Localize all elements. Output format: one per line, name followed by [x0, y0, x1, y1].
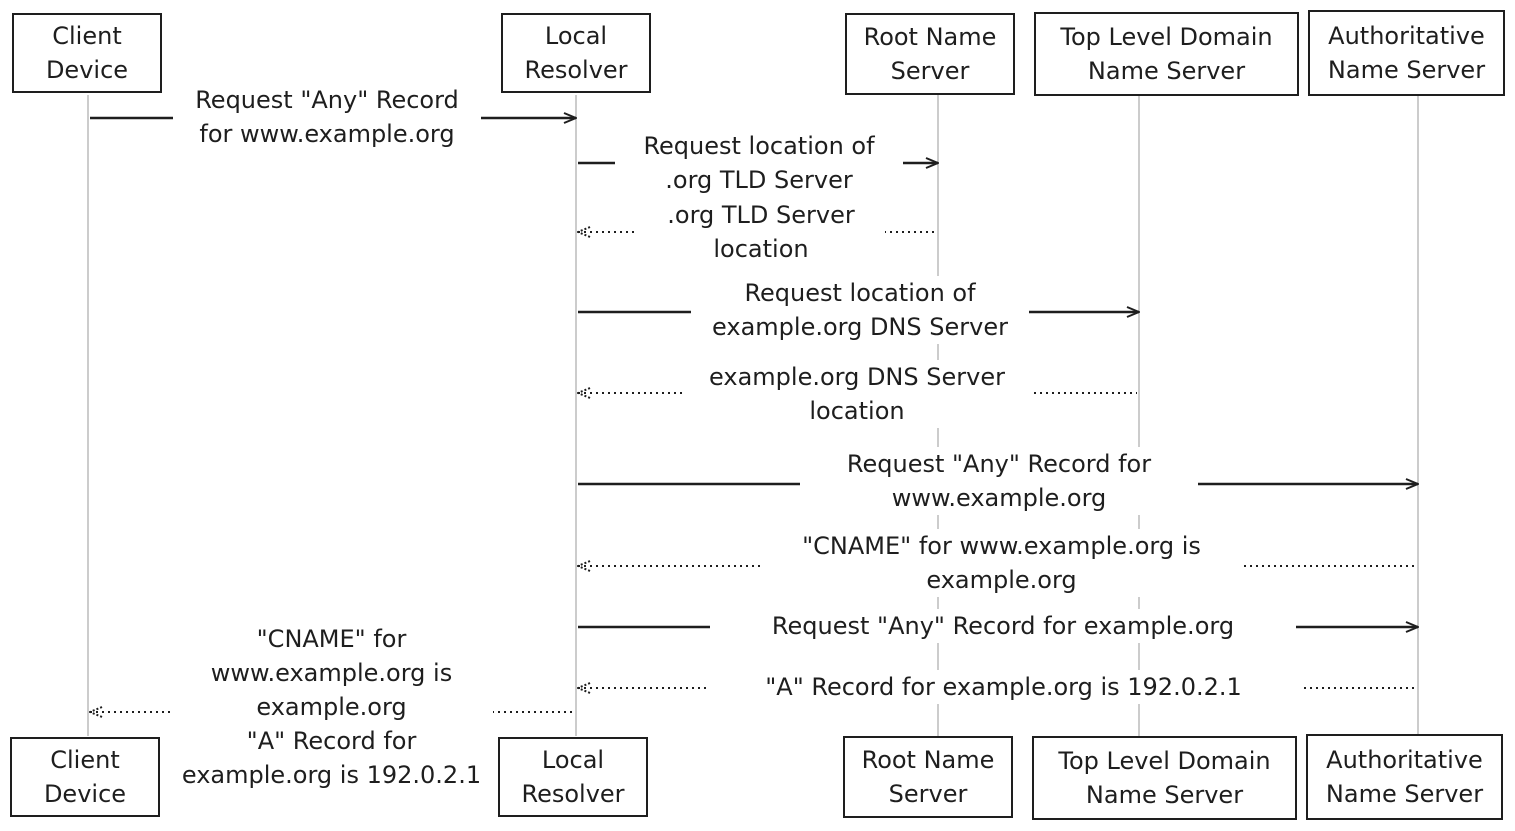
message-8-label: Request "Any" Record for example.org — [710, 609, 1296, 643]
participant-line1: Top Level Domain — [1060, 23, 1273, 51]
participant-client-device-bottom: Client Device — [10, 737, 160, 817]
message-label-line1: Request location of — [643, 132, 875, 160]
participant-line1: Top Level Domain — [1058, 747, 1271, 775]
participant-line2: Name Server — [1085, 781, 1244, 809]
message-6-label: Request "Any" Record for www.example.org — [800, 447, 1198, 515]
message-5-label: example.org DNS Server location — [683, 360, 1031, 428]
participant-line2: Server — [888, 780, 968, 808]
participant-root-name-server-bottom: Root Name Server — [843, 736, 1013, 818]
message-label-line1: example.org DNS Server — [709, 363, 1005, 391]
participant-root-name-server-top: Root Name Server — [845, 13, 1015, 95]
message-label-line5: example.org is 192.0.2.1 — [181, 761, 482, 789]
participant-line2: Name Server — [1087, 57, 1246, 85]
message-label-line2: location — [713, 235, 809, 263]
participant-line1: Authoritative — [1328, 22, 1485, 50]
participant-local-resolver-top: Local Resolver — [501, 13, 651, 93]
participant-client-device-top: Client Device — [12, 13, 162, 93]
message-label-line1: "A" Record for example.org is 192.0.2.1 — [765, 673, 1242, 701]
participant-line2: Name Server — [1325, 780, 1484, 808]
message-10-label: "CNAME" for www.example.org is example.o… — [170, 622, 493, 792]
participant-line2: Device — [45, 56, 129, 84]
message-label-line4: "A" Record for — [246, 727, 417, 755]
message-2-label: Request location of .org TLD Server — [615, 129, 903, 197]
message-7-label: "CNAME" for www.example.org is example.o… — [760, 529, 1243, 597]
message-label-line1: Request "Any" Record — [195, 86, 459, 114]
participant-line1: Client — [50, 746, 120, 774]
participant-tld-name-server-top: Top Level Domain Name Server — [1034, 12, 1299, 96]
participant-line2: Name Server — [1327, 56, 1486, 84]
participant-line2: Server — [890, 57, 970, 85]
message-label-line2: location — [809, 397, 905, 425]
message-label-line2: www.example.org is — [210, 659, 453, 687]
message-4-label: Request location of example.org DNS Serv… — [691, 276, 1029, 344]
participant-local-resolver-bottom: Local Resolver — [498, 737, 648, 817]
participant-tld-name-server-bottom: Top Level Domain Name Server — [1032, 736, 1297, 820]
message-label-line1: Request "Any" Record for example.org — [771, 612, 1235, 640]
message-label-line2: example.org DNS Server — [712, 313, 1008, 341]
message-label-line2: for www.example.org — [199, 120, 455, 148]
message-9-label: "A" Record for example.org is 192.0.2.1 — [707, 670, 1300, 704]
message-label-line1: Request "Any" Record for — [846, 450, 1152, 478]
participant-line1: Authoritative — [1326, 746, 1483, 774]
message-label-line1: "CNAME" for — [256, 625, 407, 653]
participant-authoritative-name-server-bottom: Authoritative Name Server — [1306, 734, 1503, 820]
message-label-line2: .org TLD Server — [665, 166, 853, 194]
participant-line1: Root Name — [863, 23, 997, 51]
message-label-line1: Request location of — [744, 279, 976, 307]
message-label-line1: "CNAME" for www.example.org is — [802, 532, 1201, 560]
message-3-label: .org TLD Server location — [637, 198, 885, 266]
message-label-line2: www.example.org — [891, 484, 1107, 512]
message-label-line1: .org TLD Server — [667, 201, 855, 229]
participant-line1: Local — [544, 22, 608, 50]
participant-line2: Resolver — [521, 780, 625, 808]
participant-line1: Local — [541, 746, 605, 774]
participant-line2: Resolver — [524, 56, 628, 84]
message-1-label: Request "Any" Record for www.example.org — [173, 83, 481, 151]
message-label-line3: example.org — [256, 693, 407, 721]
participant-line1: Root Name — [861, 746, 995, 774]
participant-line2: Device — [43, 780, 127, 808]
participant-line1: Client — [52, 22, 122, 50]
participant-authoritative-name-server-top: Authoritative Name Server — [1308, 10, 1505, 96]
message-label-line2: example.org — [926, 566, 1077, 594]
